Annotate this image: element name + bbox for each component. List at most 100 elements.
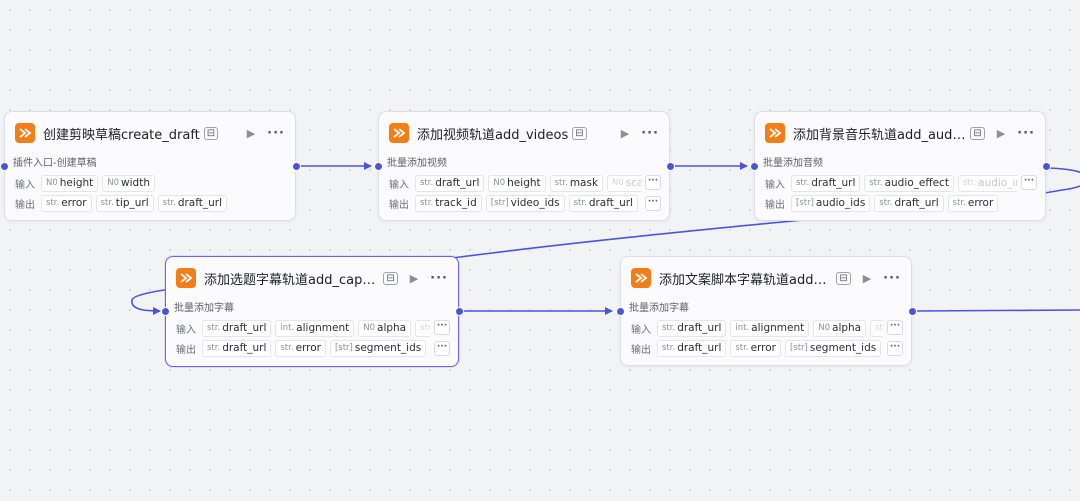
input-param: str. xyxy=(415,319,430,337)
run-icon[interactable]: ▶ xyxy=(409,271,419,285)
param-type: str. xyxy=(869,178,883,188)
param-type: str. xyxy=(280,343,294,353)
param-name: segment_ids xyxy=(809,342,877,354)
more-params-button[interactable]: ··· xyxy=(1021,175,1037,190)
output-port[interactable] xyxy=(908,307,917,316)
param-name: draft_url xyxy=(435,177,480,189)
node-create-draft[interactable]: 创建剪映草稿create_draft ⊟ ▶ ··· 插件入口-创建草稿 输入 … xyxy=(4,111,296,221)
input-port[interactable] xyxy=(616,307,625,316)
more-menu-icon[interactable]: ··· xyxy=(430,270,448,286)
param-name: tip_url xyxy=(115,197,149,209)
input-param: str.draft_url xyxy=(657,319,727,337)
node-add-captions-script[interactable]: 添加文案脚本字幕轨道add_c… ⊟ ▶ ··· 批量添加字幕 输入 str.d… xyxy=(620,256,912,366)
node-add-videos[interactable]: 添加视频轨道add_videos ⊟ ▶ ··· 批量添加视频 输入 str.d… xyxy=(378,111,670,221)
param-name: draft_url xyxy=(894,197,939,209)
run-icon[interactable]: ▶ xyxy=(620,126,630,140)
output-param: str.draft_url xyxy=(657,339,727,357)
param-name: error xyxy=(295,342,321,354)
more-params-button[interactable]: ··· xyxy=(887,320,903,335)
param-type: N0 xyxy=(107,178,120,188)
input-param: str.draft_url xyxy=(791,174,861,192)
param-type: str. xyxy=(735,343,749,353)
more-params-button[interactable]: ··· xyxy=(645,196,661,211)
input-param: str.mask xyxy=(549,174,604,192)
param-name: alpha xyxy=(832,322,862,334)
param-name: draft_url xyxy=(177,197,223,209)
plugin-icon xyxy=(389,123,409,143)
param-name: audio_effect xyxy=(884,177,949,189)
param-name: alpha xyxy=(377,322,407,334)
output-param: str.track_id xyxy=(415,194,482,212)
param-name: draft_url xyxy=(811,177,856,189)
node-description: 插件入口-创建草稿 xyxy=(13,158,97,169)
output-row: 输出 str.draft_url str.error [str]segment_… xyxy=(176,339,430,357)
param-name: video_ids xyxy=(510,197,560,209)
more-menu-icon[interactable]: ··· xyxy=(267,125,285,141)
input-param: str.draft_url xyxy=(202,319,272,337)
param-type: [str] xyxy=(789,343,808,353)
edge-script-to-next[interactable] xyxy=(915,309,1080,312)
param-name: error xyxy=(61,197,87,209)
param-name: error xyxy=(750,342,776,354)
run-icon[interactable]: ▶ xyxy=(996,126,1006,140)
plugin-icon xyxy=(15,123,35,143)
more-params-button[interactable]: ··· xyxy=(887,341,903,356)
param-name: draft_url xyxy=(588,197,633,209)
param-name: alignment xyxy=(296,322,350,334)
more-params-button[interactable]: ··· xyxy=(434,341,450,356)
input-param: str.audio_effect xyxy=(864,174,954,192)
param-name: segment_ids xyxy=(354,342,422,354)
output-port[interactable] xyxy=(455,307,464,316)
more-params-button[interactable]: ··· xyxy=(645,175,661,190)
plugin-icon xyxy=(631,268,651,288)
param-type: N0 xyxy=(612,178,624,188)
input-port[interactable] xyxy=(0,162,9,171)
input-label: 输入 xyxy=(389,179,409,191)
node-add-captions-topic[interactable]: 添加选题字幕轨道add_capti… ⊟ ▶ ··· 批量添加字幕 输入 str… xyxy=(165,256,459,367)
more-menu-icon[interactable]: ··· xyxy=(1017,125,1035,141)
param-name: error xyxy=(967,197,994,209)
output-port[interactable] xyxy=(292,162,301,171)
output-port[interactable] xyxy=(666,162,675,171)
output-label: 输出 xyxy=(765,199,785,211)
node-add-audios[interactable]: 添加背景音乐轨道add_audios ⊟ ▶ ··· 批量添加音频 输入 str… xyxy=(754,111,1046,221)
more-menu-icon[interactable]: ··· xyxy=(641,125,659,141)
param-type: N0 xyxy=(493,178,506,188)
input-row: 输入 str.draft_url str.audio_effect str.au… xyxy=(765,174,1017,192)
input-port[interactable] xyxy=(750,162,759,171)
output-label: 输出 xyxy=(389,199,409,211)
input-port[interactable] xyxy=(374,162,383,171)
param-type: str. xyxy=(952,198,966,208)
node-title: 创建剪映草稿create_draft xyxy=(43,127,200,143)
param-name: height xyxy=(507,177,541,189)
more-menu-icon[interactable]: ··· xyxy=(883,270,901,286)
input-port[interactable] xyxy=(161,307,170,316)
more-params-button[interactable]: ··· xyxy=(434,320,450,335)
param-name: scale xyxy=(625,177,641,189)
param-type: str. xyxy=(879,198,893,208)
output-param: str.error xyxy=(730,339,781,357)
run-icon[interactable]: ▶ xyxy=(246,126,256,140)
output-param: str.draft_url xyxy=(568,194,638,212)
output-row: 输出 str.error str.tip_url str.draft_url xyxy=(15,194,287,212)
output-param: str.draft_url xyxy=(202,339,272,357)
param-type: str. xyxy=(420,323,430,333)
node-description: 批量添加视频 xyxy=(387,158,447,169)
param-type: N0 xyxy=(46,178,58,188)
param-name: audio_ids xyxy=(815,197,866,209)
param-type: [str] xyxy=(796,198,814,208)
output-param: [str]segment_ids xyxy=(784,339,882,357)
output-param: [str]audio_ids xyxy=(791,194,871,212)
run-icon[interactable]: ▶ xyxy=(862,271,872,285)
param-type: N0 xyxy=(818,323,831,333)
output-port[interactable] xyxy=(1042,162,1051,171)
input-param: str. xyxy=(870,319,883,337)
input-label: 输入 xyxy=(765,179,785,191)
